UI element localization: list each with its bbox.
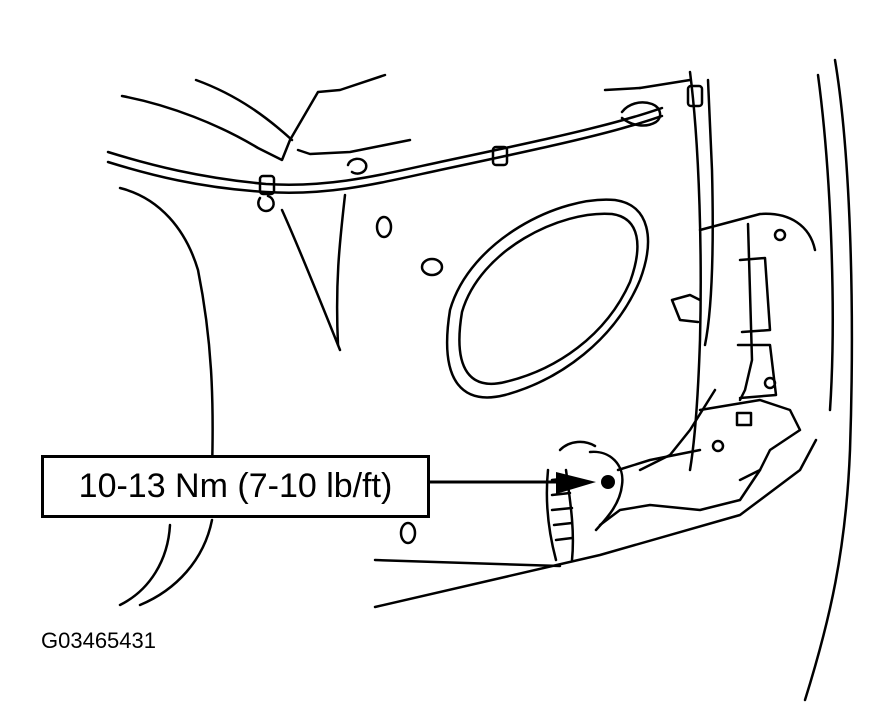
- access-opening: [445, 198, 650, 399]
- torque-leader-arrow: [430, 472, 596, 494]
- figure-id: G03465431: [41, 628, 156, 653]
- regulator-bracket: [598, 212, 817, 527]
- latch-mechanism: [545, 440, 702, 562]
- torque-label: 10-13 Nm (7-10 lb/ft): [78, 467, 393, 505]
- fastener-bolt: [601, 475, 615, 489]
- torque-callout: 10-13 Nm (7-10 lb/ft): [41, 455, 430, 518]
- door-edge-outline: [603, 58, 854, 702]
- inner-panel-outline: [118, 73, 818, 609]
- panel-holes: [375, 215, 444, 545]
- wiring-harness: [106, 84, 704, 213]
